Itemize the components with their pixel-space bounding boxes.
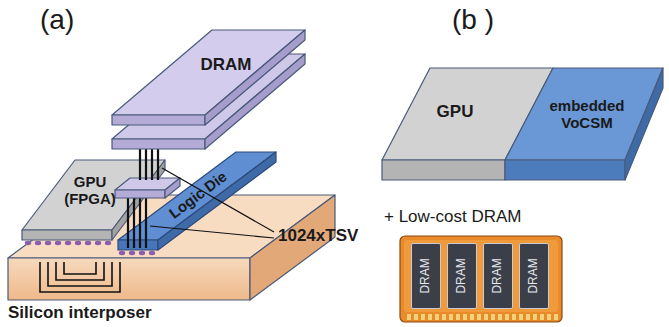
part-label: embedded VoCSM <box>534 97 640 132</box>
module-pin <box>470 314 474 320</box>
micro-bump <box>129 251 135 255</box>
dram-chip: DRAM <box>519 243 549 309</box>
module-pin <box>463 314 467 320</box>
module-pin <box>491 314 495 320</box>
module-pin <box>456 314 460 320</box>
part-label: Silicon interposer <box>8 303 152 323</box>
micro-bump <box>35 241 41 245</box>
micro-bump <box>119 251 125 255</box>
module-pin <box>498 314 502 320</box>
module-pin <box>554 314 558 320</box>
micro-bump <box>25 241 31 245</box>
module-pin <box>421 314 425 320</box>
tsv-upper <box>140 149 158 180</box>
dram-chip: DRAM <box>411 243 441 309</box>
module-pin <box>477 314 481 320</box>
micro-bump <box>65 241 71 245</box>
micro-bump <box>75 241 81 245</box>
micro-bump <box>85 241 91 245</box>
gpu-fpga-box: GPU (FPGA) <box>51 168 129 212</box>
module-pin <box>407 314 411 320</box>
module-pin <box>547 314 551 320</box>
module-pin <box>414 314 418 320</box>
vocsm-box: embedded VoCSM <box>534 92 640 136</box>
module-pin <box>526 314 530 320</box>
chip-label: DRAM <box>455 258 469 293</box>
part-label: DRAM <box>201 55 252 75</box>
panel-label: (b ) <box>452 4 494 36</box>
module-pin <box>512 314 516 320</box>
leader-lines <box>150 168 274 238</box>
module-pin <box>484 314 488 320</box>
interposer-label-box: Silicon interposer <box>8 301 253 325</box>
interposer-wiring <box>40 262 120 292</box>
logic-die <box>118 152 276 250</box>
module-pin <box>428 314 432 320</box>
module-pin <box>449 314 453 320</box>
dram-layer-top <box>112 30 305 125</box>
part-label: GPU <box>437 102 474 122</box>
module-pin <box>519 314 523 320</box>
dram-module <box>400 236 562 322</box>
dram-chip: DRAM <box>483 243 513 309</box>
gpu-vocsm-slab <box>382 68 663 180</box>
module-pin <box>435 314 439 320</box>
module-pin <box>505 314 509 320</box>
micro-bump <box>105 241 111 245</box>
part-label: GPU (FPGA) <box>51 173 129 208</box>
micro-bump <box>45 241 51 245</box>
module-pin <box>533 314 537 320</box>
tsv-label: 1024xTSV <box>278 226 358 246</box>
dram-note: + Low-cost DRAM <box>384 207 521 227</box>
panel-label: (a) <box>40 4 74 36</box>
dram-stack-box: DRAM <box>196 54 256 76</box>
chip-label: DRAM <box>527 258 541 293</box>
dram-chip: DRAM <box>447 243 477 309</box>
chip-label: DRAM <box>491 258 505 293</box>
gpu-box: GPU <box>420 100 490 124</box>
module-pin <box>442 314 446 320</box>
chip-label: DRAM <box>419 258 433 293</box>
module-pin <box>540 314 544 320</box>
micro-bump <box>149 251 155 255</box>
micro-bump <box>55 241 61 245</box>
tsv-lower <box>128 198 146 248</box>
micro-bump <box>139 251 145 255</box>
dram-layer-small <box>115 178 180 198</box>
micro-bump <box>95 241 101 245</box>
